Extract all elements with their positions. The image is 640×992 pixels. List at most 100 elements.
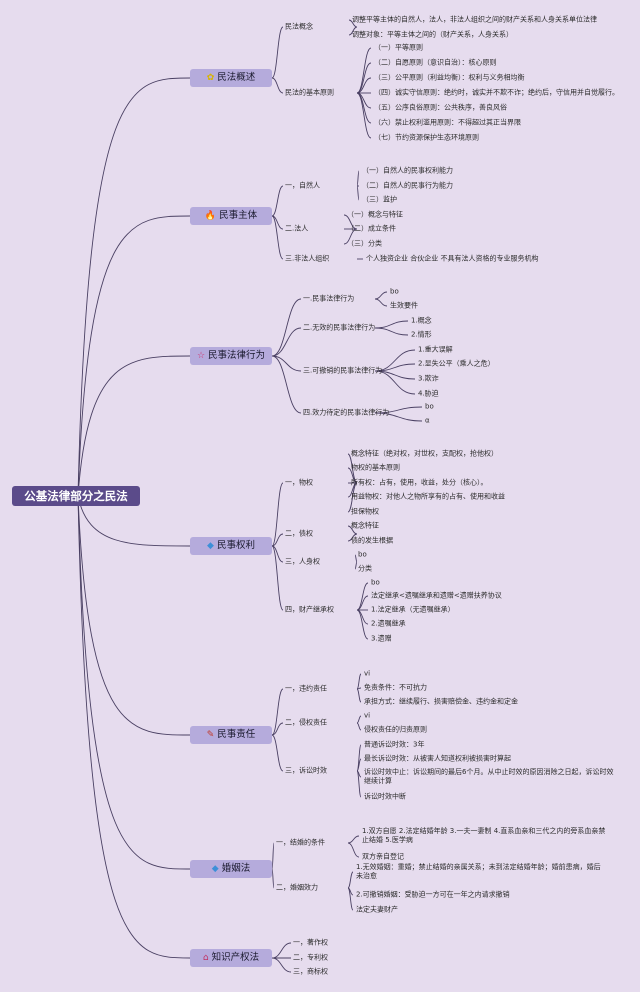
leaf-label[interactable]: （六）禁止权利滥用原则：不得超过其正当界限 bbox=[374, 118, 521, 127]
leaf-label[interactable]: 1.双方自愿 2.法定结婚年龄 3.一夫一妻制 4.直系血亲和三代之内的旁系血亲… bbox=[362, 827, 606, 844]
connector-line bbox=[77, 495, 191, 736]
leaf-label[interactable]: 2.可撤销婚姻：受胁迫一方可在一年之内请求撤销 bbox=[356, 890, 510, 899]
connector-line bbox=[356, 62, 372, 94]
leaf-label[interactable]: 承担方式：继续履行、损害赔偿金、违约金和定金 bbox=[364, 697, 518, 706]
category-node[interactable]: ◆婚姻法 bbox=[190, 860, 272, 878]
leaf-label[interactable]: bo bbox=[358, 550, 367, 559]
leaf-label[interactable]: 用益物权：对他人之物所享有的占有、使用和收益 bbox=[351, 492, 505, 501]
leaf-label[interactable]: bo bbox=[371, 578, 380, 587]
leaf-label[interactable]: 概念特征 bbox=[351, 521, 379, 530]
leaf-label[interactable]: （一）概念与特征 bbox=[347, 210, 403, 219]
leaf-label[interactable]: 4.胁迫 bbox=[418, 389, 439, 398]
connector-line bbox=[374, 298, 388, 307]
leaf-label[interactable]: 2.显失公平（乘人之危） bbox=[418, 359, 495, 368]
branch-label[interactable]: 一，自然人 bbox=[285, 181, 320, 190]
branch-label[interactable]: 三.可撤销的民事法律行为 bbox=[303, 366, 383, 375]
leaf-label[interactable]: 免责条件：不可抗力 bbox=[364, 683, 427, 692]
leaf-label[interactable]: 调整对象：平等主体之间的（财产关系，人身关系） bbox=[352, 30, 513, 39]
leaf-label[interactable]: （三）公平原则（利益均衡）：权利与义务相均衡 bbox=[374, 73, 525, 82]
connector-line bbox=[271, 545, 284, 611]
leaf-label[interactable]: 2.遗嘱继承 bbox=[371, 619, 406, 628]
leaf-label[interactable]: 概念特征（绝对权，对世权，支配权，抢他权） bbox=[351, 449, 498, 458]
leaf-label[interactable]: 1.无效婚姻：重婚；禁止结婚的亲属关系；未到法定结婚年龄；婚前患病，婚后未治愈 bbox=[356, 863, 601, 880]
leaf-label[interactable]: 1.重大误解 bbox=[418, 345, 453, 354]
leaf-label[interactable]: 诉讼时效中断 bbox=[364, 792, 406, 801]
leaf-label[interactable]: 1.法定继承（无遗嘱继承） bbox=[371, 605, 455, 614]
branch-label[interactable]: 二，婚姻效力 bbox=[276, 883, 318, 892]
leaf-label[interactable]: （四）诚实守信原则：绝约时，诚实并不欺不诈；绝约后，守信用并自觉履行。 bbox=[374, 88, 619, 97]
leaf-label[interactable]: （二）成立条件 bbox=[347, 224, 396, 233]
category-node[interactable]: ◆民事权利 bbox=[190, 537, 272, 555]
leaf-label[interactable]: （七）节约资源保护生态环境原则 bbox=[374, 133, 479, 142]
branch-label[interactable]: 二，侵权责任 bbox=[285, 718, 327, 727]
branch-label[interactable]: 三.非法人组织 bbox=[285, 254, 330, 263]
branch-label[interactable]: 二，专利权 bbox=[293, 953, 328, 962]
pencil-icon: ✎ bbox=[206, 730, 215, 740]
branch-label[interactable]: 三，商标权 bbox=[293, 967, 328, 976]
branch-label[interactable]: 二.无效的民事法律行为 bbox=[303, 323, 376, 332]
branch-label[interactable]: 三，人身权 bbox=[285, 557, 320, 566]
category-node[interactable]: 🔥民事主体 bbox=[190, 207, 272, 225]
leaf-label[interactable]: 2.情形 bbox=[411, 330, 432, 339]
leaf-label[interactable]: 调整平等主体的自然人，法人，非法人组织之间的财产关系和人身关系单位法律 bbox=[352, 15, 597, 24]
leaf-label[interactable]: α bbox=[425, 416, 430, 425]
leaf-label[interactable]: 物权的基本原则 bbox=[351, 463, 400, 472]
connector-line bbox=[356, 609, 369, 640]
branch-label[interactable]: 一，违约责任 bbox=[285, 684, 327, 693]
leaf-label[interactable]: 3.欺诈 bbox=[418, 374, 439, 383]
leaf-label[interactable]: 法定继承<遗嘱继承和遗赠<遗赠扶养协议 bbox=[371, 591, 502, 600]
leaf-label[interactable]: vi bbox=[364, 669, 371, 678]
leaf-label[interactable]: （二）自然人的民事行为能力 bbox=[362, 181, 453, 190]
branch-label[interactable]: 三，诉讼时效 bbox=[285, 766, 327, 775]
leaf-label[interactable]: bo bbox=[425, 402, 434, 411]
connector-line bbox=[77, 77, 191, 497]
connector-line bbox=[348, 26, 358, 36]
category-node[interactable]: ⌂知识产权法 bbox=[190, 949, 272, 967]
branch-label[interactable]: 民法概念 bbox=[285, 22, 313, 31]
leaf-label[interactable]: （五）公序良俗原则：公共秩序，善良风俗 bbox=[374, 103, 507, 112]
house-icon: ⌂ bbox=[202, 953, 209, 963]
leaf-label[interactable]: （三）监护 bbox=[362, 195, 397, 204]
leaf-label[interactable]: 侵权责任的归责原则 bbox=[364, 725, 427, 734]
leaf-label[interactable]: 所有权：占有，使用，收益，处分（核心）。 bbox=[351, 478, 488, 487]
leaf-label[interactable]: 担保物权 bbox=[351, 507, 379, 516]
leaf-label[interactable]: 双方亲自登记 bbox=[362, 852, 404, 861]
category-label: 民法概述 bbox=[217, 72, 256, 83]
category-node[interactable]: ✿民法概述 bbox=[190, 69, 272, 87]
branch-label[interactable]: 二，债权 bbox=[285, 529, 313, 538]
leaf-label[interactable]: 法定夫妻财产 bbox=[356, 905, 398, 914]
branch-label[interactable]: 一.民事法律行为 bbox=[303, 294, 355, 303]
leaf-label[interactable]: 债的发生根据 bbox=[351, 536, 393, 545]
leaf-label[interactable]: 普通诉讼时效：3年 bbox=[364, 740, 425, 749]
leaf-label[interactable]: （一）自然人的民事权利能力 bbox=[362, 166, 453, 175]
leaf-label[interactable]: 生效要件 bbox=[390, 301, 418, 310]
leaf-label[interactable]: （二）自愿原则（意识自治）：核心原则 bbox=[374, 58, 497, 67]
root-node[interactable]: 公基法律部分之民法 bbox=[12, 486, 140, 506]
leaf-label[interactable]: bo bbox=[390, 287, 399, 296]
connector-line bbox=[356, 170, 360, 187]
fire-icon: 🔥 bbox=[204, 211, 217, 221]
connector-line bbox=[271, 215, 284, 260]
leaf-label[interactable]: 最长诉讼时效：从被害人知道权利被损害时算起 bbox=[364, 754, 511, 763]
leaf-label[interactable]: （三）分类 bbox=[347, 239, 382, 248]
branch-label[interactable]: 一，著作权 bbox=[293, 938, 328, 947]
branch-label[interactable]: 二.法人 bbox=[285, 224, 309, 233]
branch-label[interactable]: 民法的基本原则 bbox=[285, 88, 334, 97]
branch-label[interactable]: 一，结婚的条件 bbox=[276, 838, 325, 847]
connector-line bbox=[343, 228, 358, 245]
leaf-label[interactable]: 1.概念 bbox=[411, 316, 432, 325]
category-label: 民事主体 bbox=[219, 210, 258, 221]
category-node[interactable]: ☆民事法律行为 bbox=[190, 347, 272, 365]
leaf-label[interactable]: 个人独资企业 合伙企业 不具有法人资格的专业服务机构 bbox=[366, 254, 539, 263]
leaf-label[interactable]: vi bbox=[364, 711, 371, 720]
branch-label[interactable]: 四.效力待定的民事法律行为 bbox=[303, 408, 390, 417]
leaf-label[interactable]: （一）平等原则 bbox=[374, 43, 423, 52]
category-label: 民事法律行为 bbox=[208, 350, 266, 361]
category-node[interactable]: ✎民事责任 bbox=[190, 726, 272, 744]
connector-line bbox=[347, 842, 360, 858]
branch-label[interactable]: 一，物权 bbox=[285, 478, 313, 487]
leaf-label[interactable]: 诉讼时效中止：诉讼期间的最后6个月。从中止时效的原因消除之日起，诉讼时效继续计算 bbox=[364, 768, 614, 785]
leaf-label[interactable]: 分类 bbox=[358, 564, 372, 573]
branch-label[interactable]: 四，财产继承权 bbox=[285, 605, 334, 614]
leaf-label[interactable]: 3.遗赠 bbox=[371, 634, 392, 643]
